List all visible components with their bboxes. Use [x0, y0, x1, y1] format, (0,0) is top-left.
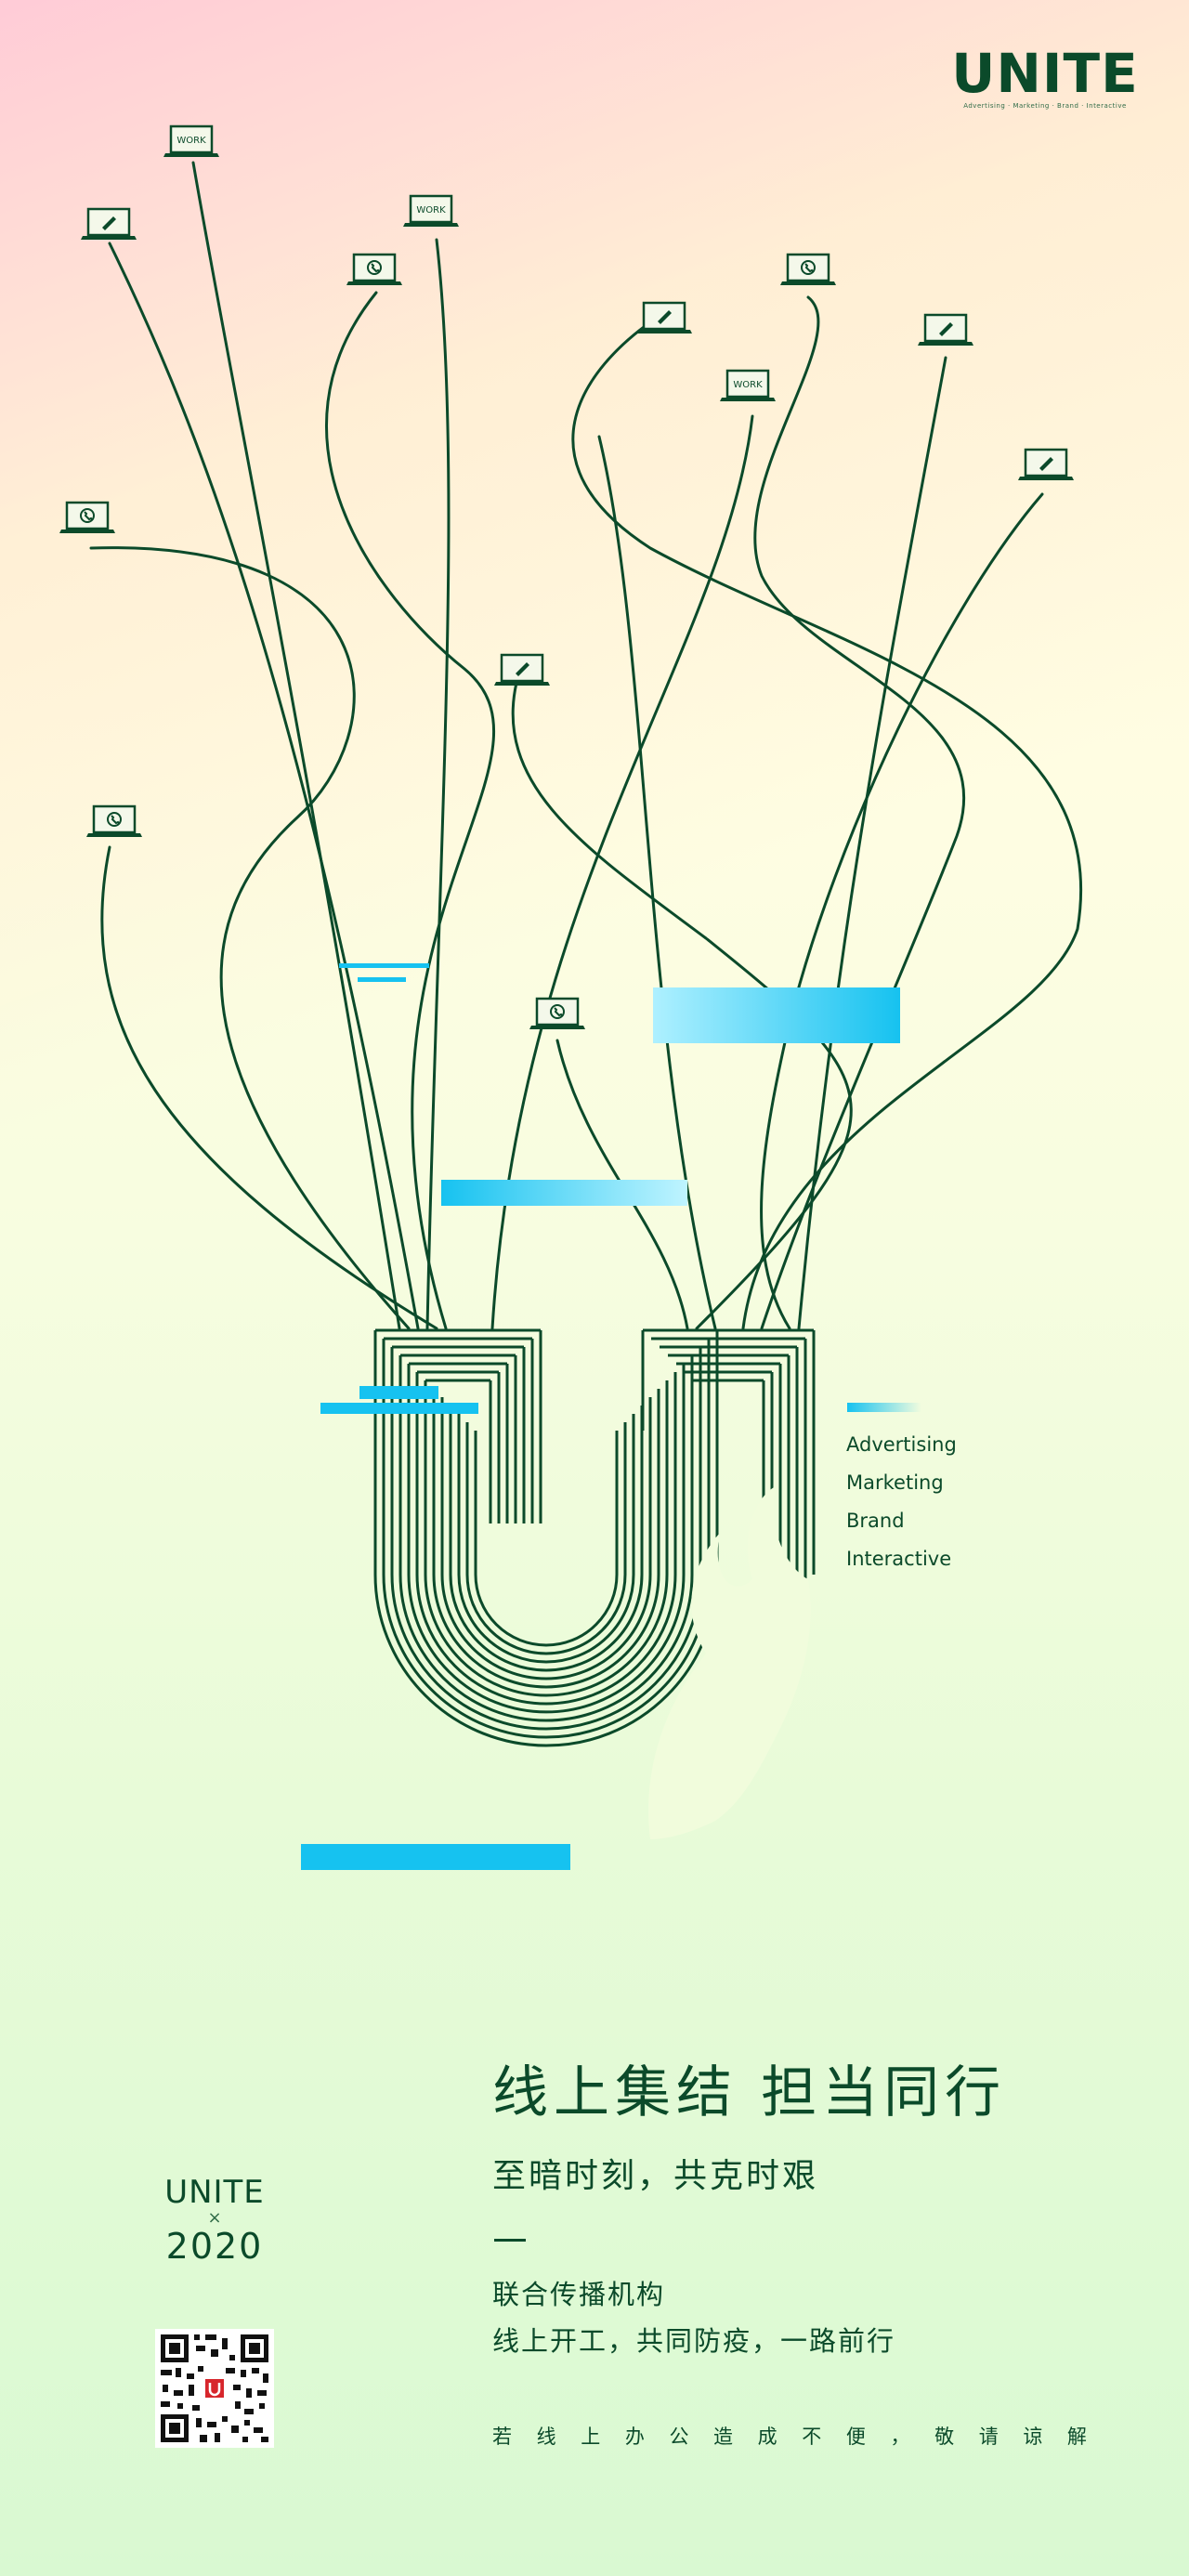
- subheadline: 至暗时刻，共克时艰: [492, 2157, 819, 2195]
- notice-line: 若 线 上 办 公 造 成 不 便 ， 敬 请 谅 解: [492, 2423, 1087, 2451]
- laptop-work-icon: WORK: [720, 369, 776, 401]
- cables: [89, 161, 1083, 1330]
- notice-char: 公: [669, 2426, 689, 2448]
- u-magnet: [373, 1328, 816, 1747]
- laptop-work-icon: WORK: [163, 124, 219, 157]
- tagline: 线上开工，共同防疫，一路前行: [492, 2325, 896, 2357]
- brand-year: 2020: [165, 2226, 264, 2267]
- cable: [760, 492, 1044, 1330]
- headline: 线上集结 担当同行: [492, 2060, 1007, 2125]
- glitch-bar: [359, 1386, 438, 1399]
- service-item: Advertising: [846, 1433, 957, 1456]
- notice-char: 上: [581, 2426, 601, 2448]
- device-icons: WORK WORK WORK: [59, 124, 1074, 1029]
- work-label: WORK: [176, 136, 206, 146]
- laptop-phone-icon: [346, 253, 402, 285]
- divider-dash: [494, 2239, 526, 2242]
- services-list: Advertising Marketing Brand Interactive: [846, 1426, 957, 1578]
- notice-char: 便: [845, 2426, 866, 2448]
- notice-char: 成: [757, 2426, 777, 2448]
- cable: [511, 681, 853, 1330]
- glitch-bar: [653, 987, 900, 1043]
- cable: [100, 845, 438, 1330]
- notice-char: 请: [978, 2426, 999, 2448]
- glitch-bar: [847, 1403, 921, 1412]
- glitch-bar: [339, 963, 429, 968]
- cable: [597, 435, 717, 1330]
- cable: [89, 546, 411, 1330]
- laptop-pen-icon: [918, 313, 973, 346]
- glitch-bar: [320, 1403, 478, 1414]
- cable: [797, 356, 947, 1330]
- glitch-bar: [301, 1844, 570, 1870]
- laptop-phone-icon: [780, 253, 836, 285]
- cable: [108, 242, 420, 1330]
- cable: [191, 161, 401, 1330]
- cable: [490, 414, 754, 1330]
- service-item: Interactive: [846, 1548, 952, 1570]
- glitch-bar: [441, 1180, 687, 1206]
- qr-code-pattern: [155, 2329, 274, 2448]
- work-label: WORK: [733, 380, 763, 390]
- laptop-work-icon: WORK: [403, 194, 459, 227]
- laptop-phone-icon: [529, 997, 585, 1029]
- laptop-pen-icon: [494, 653, 550, 686]
- cable: [571, 314, 1083, 1330]
- laptop-pen-icon: [1018, 448, 1074, 480]
- laptop-phone-icon: [86, 804, 142, 837]
- notice-char: 若: [492, 2426, 512, 2448]
- logo-wordmark: UNITE: [951, 42, 1139, 105]
- flame-cutout: [648, 1486, 811, 1839]
- notice-char: 谅: [1023, 2426, 1043, 2448]
- service-item: Marketing: [846, 1471, 944, 1494]
- cable: [325, 291, 496, 1330]
- notice-char: 办: [624, 2426, 645, 2448]
- laptop-pen-icon: [81, 207, 137, 240]
- notice-char: 解: [1066, 2426, 1087, 2448]
- org-name: 联合传播机构: [492, 2279, 666, 2310]
- notice-char: 造: [713, 2426, 734, 2448]
- unite-logo: UNITE Advertising · Marketing · Brand · …: [947, 45, 1143, 114]
- notice-char: 敬: [934, 2426, 955, 2448]
- glitch-bar: [358, 977, 406, 982]
- cable: [753, 295, 966, 1330]
- brand-name: UNITE: [164, 2174, 265, 2211]
- work-label: WORK: [416, 205, 446, 216]
- logo-tagline: Advertising · Marketing · Brand · Intera…: [963, 102, 1127, 110]
- qr-code[interactable]: [155, 2329, 274, 2448]
- brand-mark: UNITE × 2020: [163, 2174, 266, 2267]
- notice-char: 线: [536, 2426, 556, 2448]
- notice-char: ，: [890, 2426, 910, 2448]
- brand-separator: ×: [207, 2208, 222, 2228]
- laptop-phone-icon: [59, 501, 115, 533]
- service-item: Brand: [846, 1510, 905, 1532]
- laptop-pen-icon: [636, 301, 692, 333]
- cable: [425, 238, 451, 1330]
- glitch-bars: [301, 963, 921, 1870]
- notice-char: 不: [802, 2426, 822, 2448]
